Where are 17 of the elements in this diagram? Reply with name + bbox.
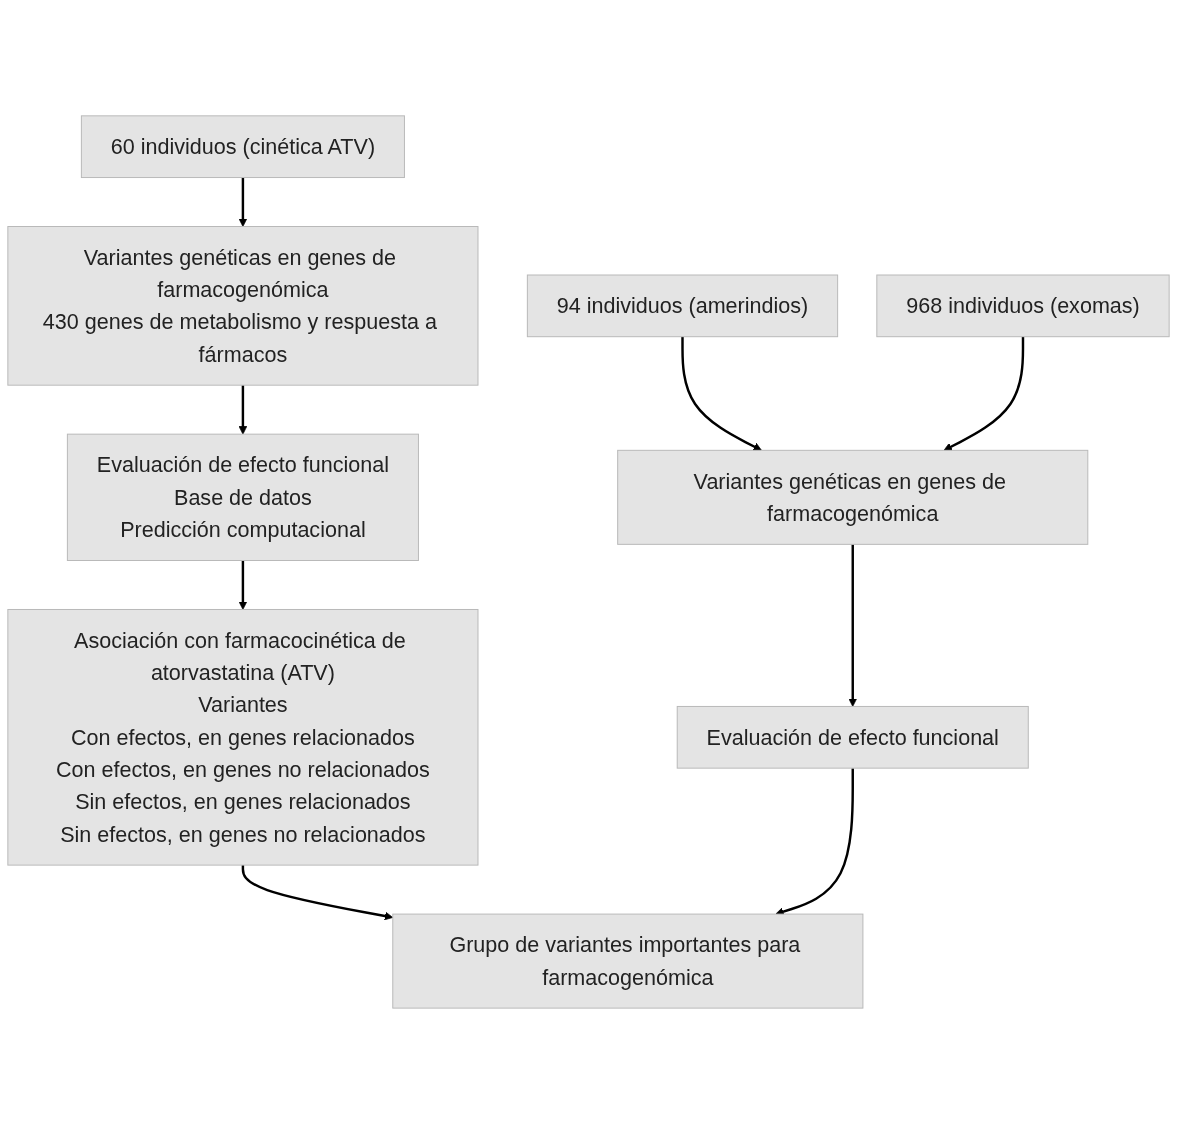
node-box: Asociación con farmacocinética de atorvastatina (ATV) Variantes Con efectos, en genes relacionados Con efectos, en genes no relacionados Sin efectos, en genes relacionados Sin efectos, en genes no relacionados [7,609,479,866]
arrow [238,560,248,610]
arrow [241,865,394,921]
arrow [681,336,762,451]
arrow [238,385,248,435]
arrow [943,336,1025,451]
node-box: Evaluación de efecto funcional Base de datos Predicción computacional [66,433,419,561]
node-box: Variantes genéticas en genes de farmacogenómica 430 genes de metabolismo y respuesta a fármacos [7,226,479,386]
node-box: 94 individuos (amerindios) [526,274,839,338]
node-box: Variantes genéticas en genes de farmacogenómica [617,449,1089,545]
node-box: Evaluación de efecto funcional [676,705,1029,769]
node-box: Grupo de variantes importantes para farmacogenómica [392,913,864,1009]
arrow [238,177,248,227]
node-box: 968 individuos (exomas) [876,274,1170,338]
arrow [848,544,858,707]
node-box: 60 individuos (cinética ATV) [80,115,405,179]
arrow [775,768,854,916]
